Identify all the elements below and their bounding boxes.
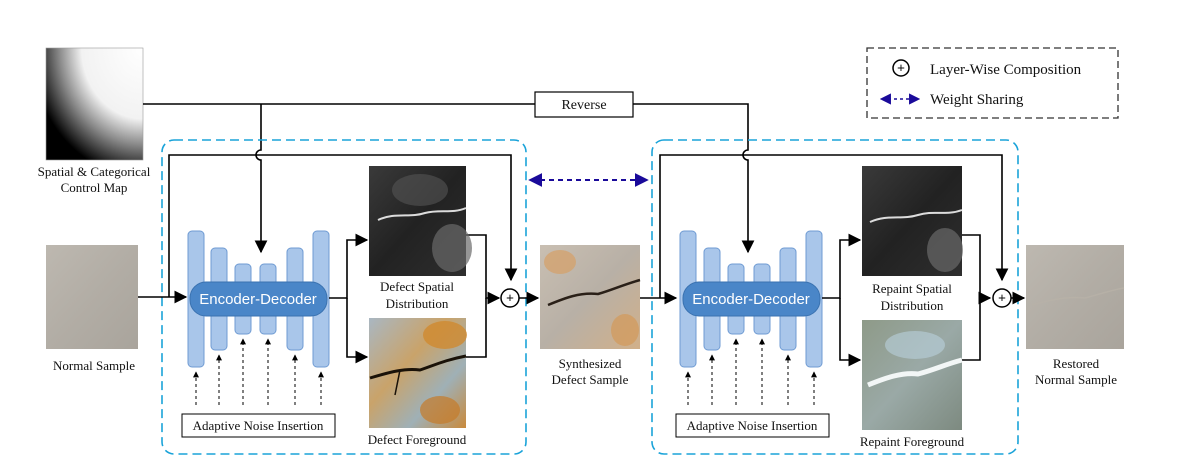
stage1-noise-arrows xyxy=(193,338,324,405)
control-map-image xyxy=(45,47,144,161)
defect-foreground-label: Defect Foreground xyxy=(368,432,467,447)
stage2-branch-arrows xyxy=(822,233,992,367)
repaint-spatial-label-line2: Distribution xyxy=(881,298,944,313)
stage1-noise-label: Adaptive Noise Insertion xyxy=(193,418,324,433)
legend-composition-label: Layer-Wise Composition xyxy=(930,62,1082,78)
defect-foreground-image xyxy=(369,318,467,428)
repaint-foreground-label: Repaint Foreground xyxy=(860,434,965,449)
repaint-foreground-image xyxy=(862,320,963,430)
stage1-encoder-decoder xyxy=(189,281,328,317)
stage1-composition-icon: + xyxy=(500,288,520,308)
stage2-noise-box xyxy=(675,413,830,438)
stage2-encoder-decoder xyxy=(682,281,821,317)
restored-label-line1: Restored xyxy=(1053,356,1100,371)
defect-spatial-image xyxy=(369,166,472,276)
composition-icon: + xyxy=(892,59,910,77)
svg-text:+: + xyxy=(897,62,905,77)
stage1-branch-arrows xyxy=(329,233,501,364)
stage1-noise-box xyxy=(181,413,336,438)
stage1-encoder-label: Encoder-Decoder xyxy=(199,291,317,308)
repaint-spatial-label-line1: Repaint Spatial xyxy=(872,281,952,296)
svg-text:+: + xyxy=(998,292,1006,307)
stage2-encoder-label: Encoder-Decoder xyxy=(692,291,810,308)
synthesized-defect-image xyxy=(540,245,641,349)
stage2-composition-icon: + xyxy=(992,288,1012,308)
normal-sample-image xyxy=(46,245,138,349)
stage2-noise-label: Adaptive Noise Insertion xyxy=(687,418,818,433)
legend-frame xyxy=(866,47,1119,119)
synthesized-label-line1: Synthesized xyxy=(559,356,622,371)
stage1-frame xyxy=(161,139,527,455)
control-map-label-line1: Spatial & Categorical xyxy=(38,164,151,179)
legend-sharing-label: Weight Sharing xyxy=(930,92,1024,108)
reverse-box xyxy=(534,91,634,118)
legend: + Layer-Wise Composition Weight Sharing xyxy=(866,47,1119,119)
control-map-label-line2: Control Map xyxy=(61,180,128,195)
stage1-skip-line xyxy=(168,154,518,297)
defect-spatial-label-line1: Defect Spatial xyxy=(380,279,454,294)
defect-spatial-label-line2: Distribution xyxy=(386,296,449,311)
svg-text:+: + xyxy=(506,292,514,307)
stage2-noise-arrows xyxy=(685,338,817,405)
restored-label-line2: Normal Sample xyxy=(1035,372,1117,387)
normal-sample-label: Normal Sample xyxy=(53,358,135,373)
stage2-skip-line xyxy=(659,154,1009,298)
repaint-spatial-image xyxy=(862,166,963,276)
reverse-label: Reverse xyxy=(561,98,606,113)
synthesized-label-line2: Defect Sample xyxy=(552,372,629,387)
